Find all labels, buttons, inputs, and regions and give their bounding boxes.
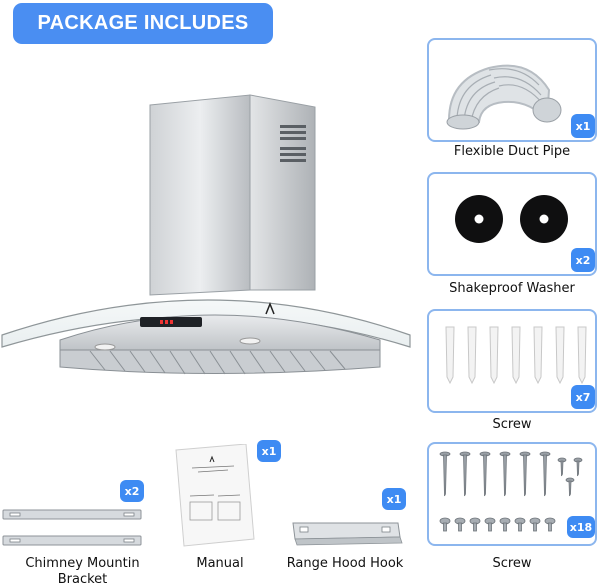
manual-image — [174, 444, 256, 547]
manual-icon — [175, 444, 255, 547]
washer-icon — [455, 195, 568, 243]
hook-image — [290, 515, 405, 547]
hook-icon — [292, 522, 403, 546]
bracket-qty-badge: x2 — [120, 480, 144, 502]
duct-pipe-card: x1 — [427, 38, 597, 142]
duct-pipe-label: Flexible Duct Pipe — [453, 144, 571, 159]
screw-set-card: x18 — [427, 442, 597, 546]
package-includes-title: PACKAGE INCLUDES — [13, 3, 273, 44]
bracket-icon — [2, 509, 142, 546]
washer-card: x2 — [427, 172, 597, 276]
anchor-label: Screw — [492, 417, 532, 432]
duct-pipe-icon — [446, 64, 562, 130]
hook-label: Range Hood Hook — [286, 556, 404, 571]
range-hood-icon — [1, 94, 411, 375]
screw-set-label: Screw — [492, 556, 532, 571]
range-hood-image — [0, 85, 420, 395]
washer-qty-badge: x2 — [571, 248, 595, 272]
screw-icon — [439, 451, 583, 532]
manual-qty-badge: x1 — [257, 440, 281, 462]
anchor-qty-badge: x7 — [571, 385, 595, 409]
bracket-label: Chimney Mountin Bracket — [25, 556, 140, 587]
screw-set-qty-badge: x18 — [567, 516, 595, 538]
wall-anchor-icon — [445, 326, 587, 385]
anchor-card: x7 — [427, 309, 597, 413]
manual-label: Manual — [196, 556, 244, 571]
hook-qty-badge: x1 — [382, 488, 406, 510]
duct-pipe-qty-badge: x1 — [571, 114, 595, 138]
washer-label: Shakeproof Washer — [449, 281, 575, 296]
bracket-image — [0, 500, 150, 552]
